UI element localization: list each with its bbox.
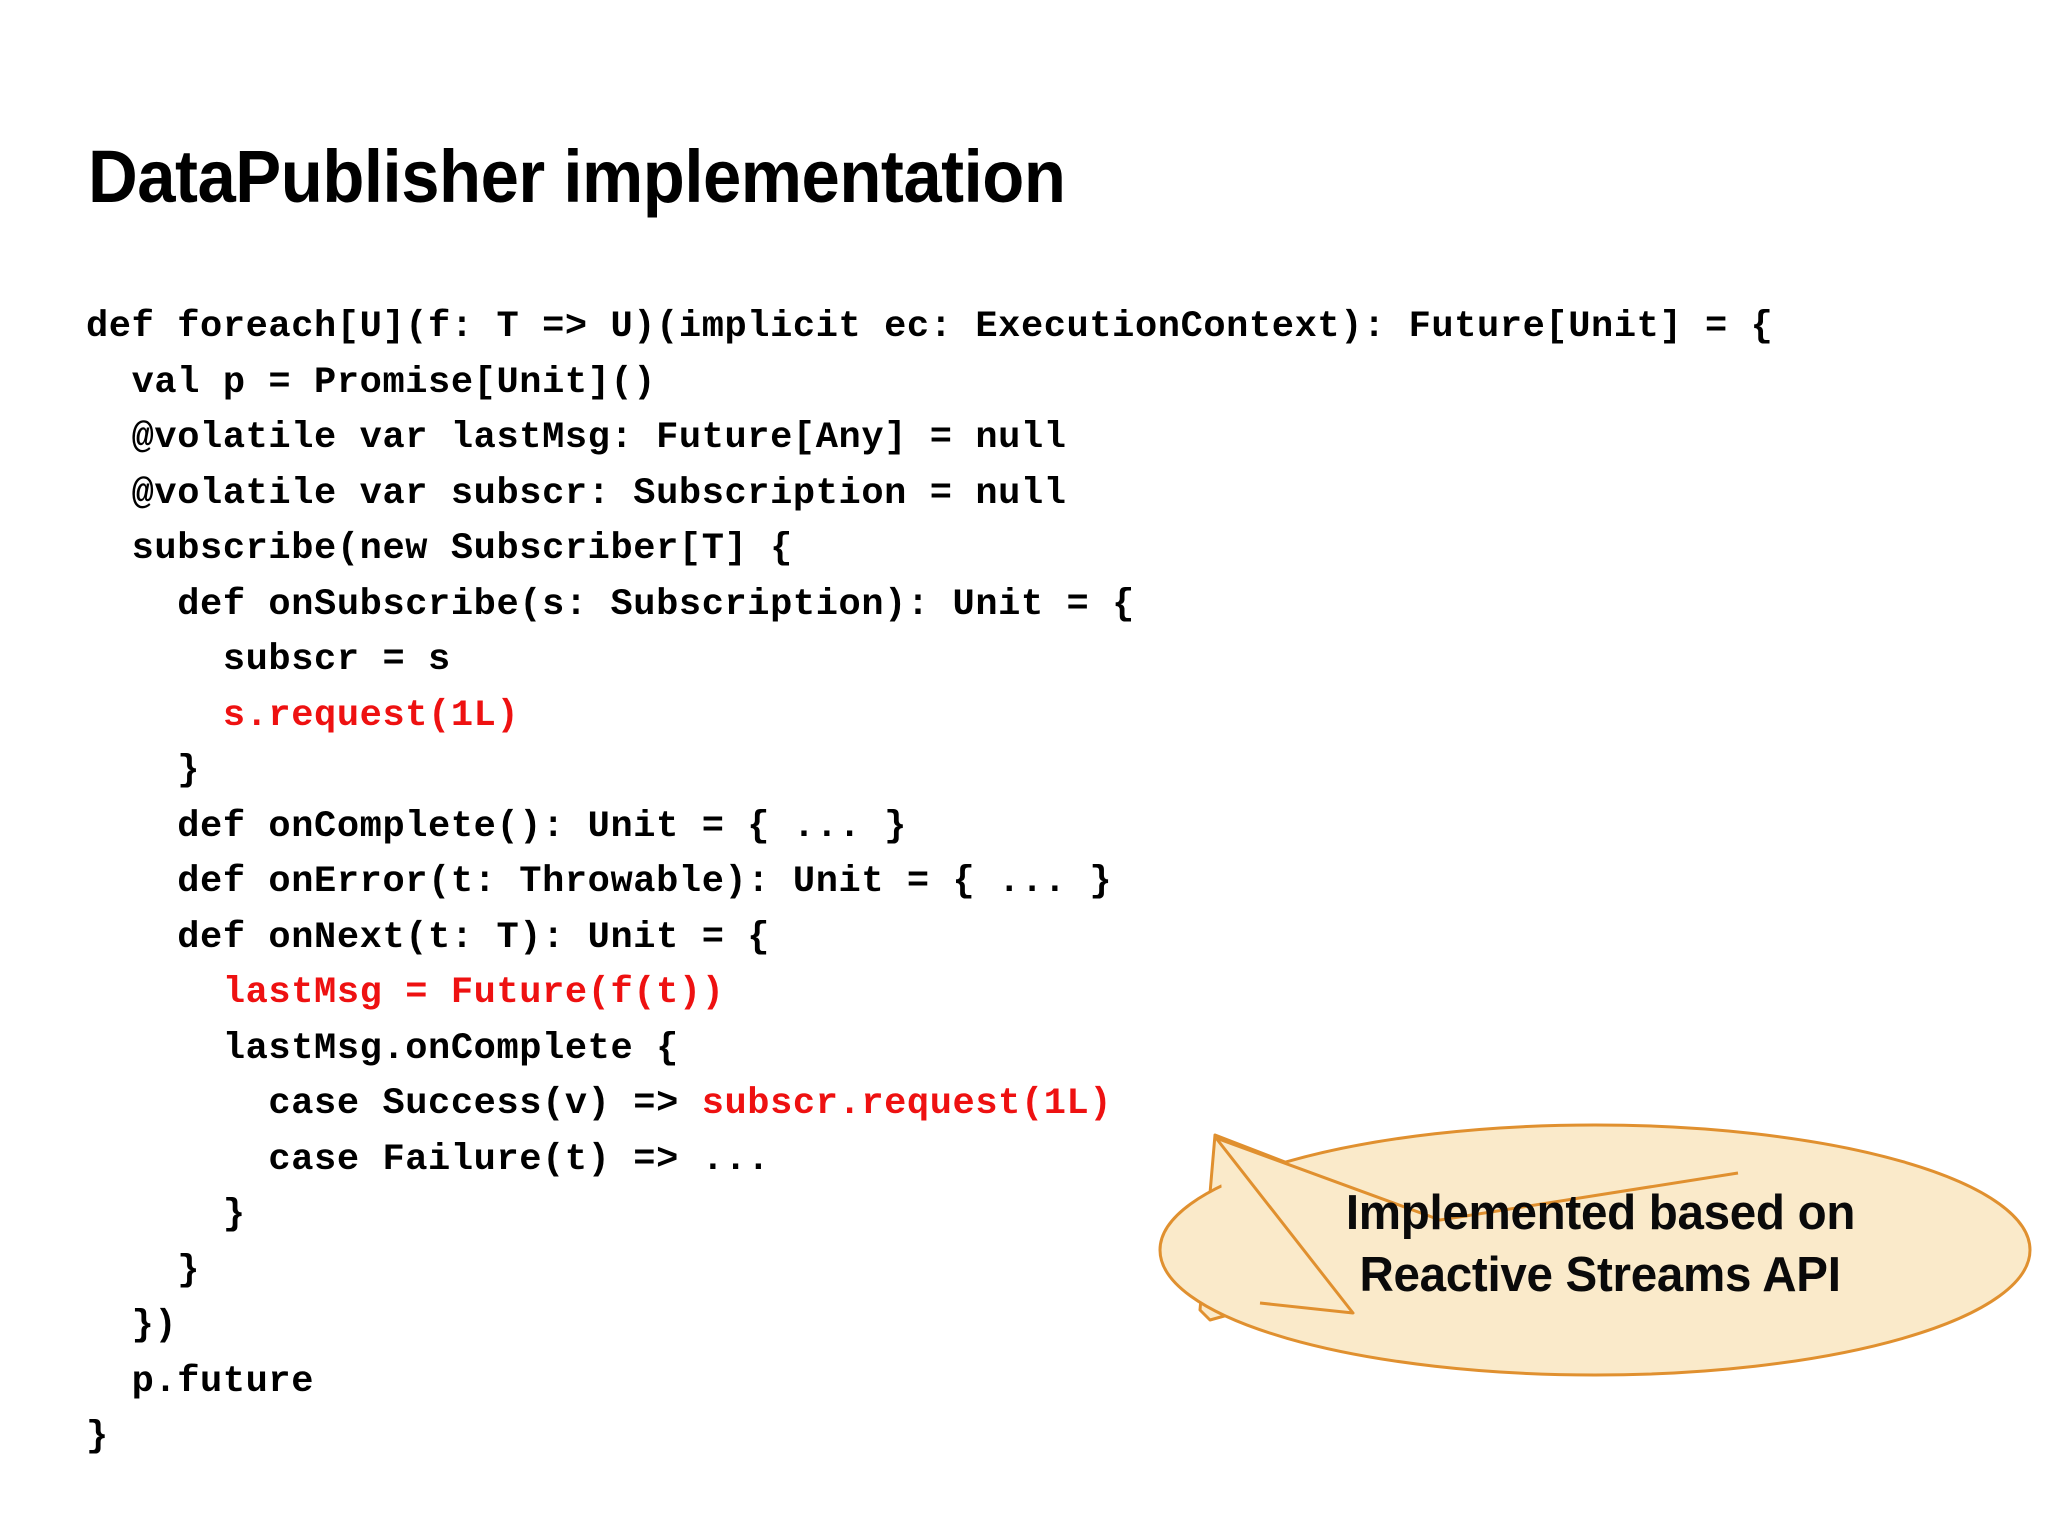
code-line: def onComplete(): Unit = { ... } bbox=[86, 800, 1773, 856]
code-token-highlighted: lastMsg = Future(f(t)) bbox=[86, 972, 725, 1014]
callout-ellipse bbox=[1158, 1123, 2032, 1377]
code-line: case Failure(t) => ... bbox=[86, 1133, 1773, 1189]
callout-tail-outline-left bbox=[1214, 1137, 1355, 1315]
code-line: } bbox=[86, 1244, 1773, 1300]
code-token: case Failure(t) => ... bbox=[86, 1138, 771, 1181]
page-title: DataPublisher implementation bbox=[88, 135, 1066, 218]
code-token: } bbox=[86, 1194, 246, 1236]
callout-bubble: Implemented based on Reactive Streams AP… bbox=[1140, 1060, 2048, 1380]
code-token: def foreach[U](f: T => U)(implicit ec: E… bbox=[86, 306, 1774, 348]
code-line: @volatile var lastMsg: Future[Any] = nul… bbox=[86, 411, 1773, 467]
code-token-highlighted: subscr.request(1L) bbox=[701, 1083, 1113, 1125]
code-line: } bbox=[86, 1410, 1773, 1466]
code-line: def onNext(t: T): Unit = { bbox=[86, 911, 1773, 967]
code-line: @volatile var subscr: Subscription = nul… bbox=[86, 467, 1773, 523]
code-token: p.future bbox=[86, 1360, 315, 1403]
code-token: }) bbox=[86, 1305, 178, 1347]
code-line: def foreach[U](f: T => U)(implicit ec: E… bbox=[86, 300, 1773, 356]
code-listing: def foreach[U](f: T => U)(implicit ec: E… bbox=[86, 300, 1773, 1466]
code-token: def onComplete(): Unit = { ... } bbox=[86, 805, 907, 848]
code-line: lastMsg.onComplete { bbox=[86, 1022, 1773, 1078]
code-token: @volatile var lastMsg: Future[Any] = nul… bbox=[86, 417, 1067, 459]
code-line: def onError(t: Throwable): Unit = { ... … bbox=[86, 855, 1773, 911]
callout-bubble-shape bbox=[1158, 1123, 2032, 1377]
code-token: @volatile var subscr: Subscription = nul… bbox=[86, 472, 1067, 515]
code-line: p.future bbox=[86, 1355, 1773, 1411]
code-line: subscribe(new Subscriber[T] { bbox=[86, 522, 1773, 578]
code-token: def onSubscribe(s: Subscription): Unit =… bbox=[86, 583, 1135, 626]
code-token: } bbox=[86, 750, 201, 792]
code-token: def onNext(t: T): Unit = { bbox=[86, 916, 771, 959]
code-token-highlighted: s.request(1L) bbox=[86, 694, 520, 737]
code-token: def onError(t: Throwable): Unit = { ... … bbox=[86, 861, 1113, 903]
code-line: s.request(1L) bbox=[86, 689, 1773, 745]
code-line: subscr = s bbox=[86, 633, 1773, 689]
code-line: lastMsg = Future(f(t)) bbox=[86, 966, 1773, 1022]
code-line: val p = Promise[Unit]() bbox=[86, 356, 1773, 412]
code-token: val p = Promise[Unit]() bbox=[86, 361, 657, 404]
code-token: subscr = s bbox=[86, 639, 451, 681]
code-line: }) bbox=[86, 1299, 1773, 1355]
code-line: } bbox=[86, 1188, 1773, 1244]
code-token: lastMsg.onComplete { bbox=[86, 1027, 679, 1070]
code-token: subscribe(new Subscriber[T] { bbox=[86, 528, 793, 570]
callout-tail-outline bbox=[1215, 1136, 1739, 1222]
code-token: } bbox=[86, 1416, 109, 1458]
callout-tail-fill bbox=[1216, 1138, 1735, 1312]
code-line: def onSubscribe(s: Subscription): Unit =… bbox=[86, 578, 1773, 634]
code-line: case Success(v) => subscr.request(1L) bbox=[86, 1077, 1773, 1133]
code-token: } bbox=[86, 1249, 201, 1292]
code-token: case Success(v) => bbox=[86, 1083, 702, 1125]
code-line: } bbox=[86, 744, 1773, 800]
